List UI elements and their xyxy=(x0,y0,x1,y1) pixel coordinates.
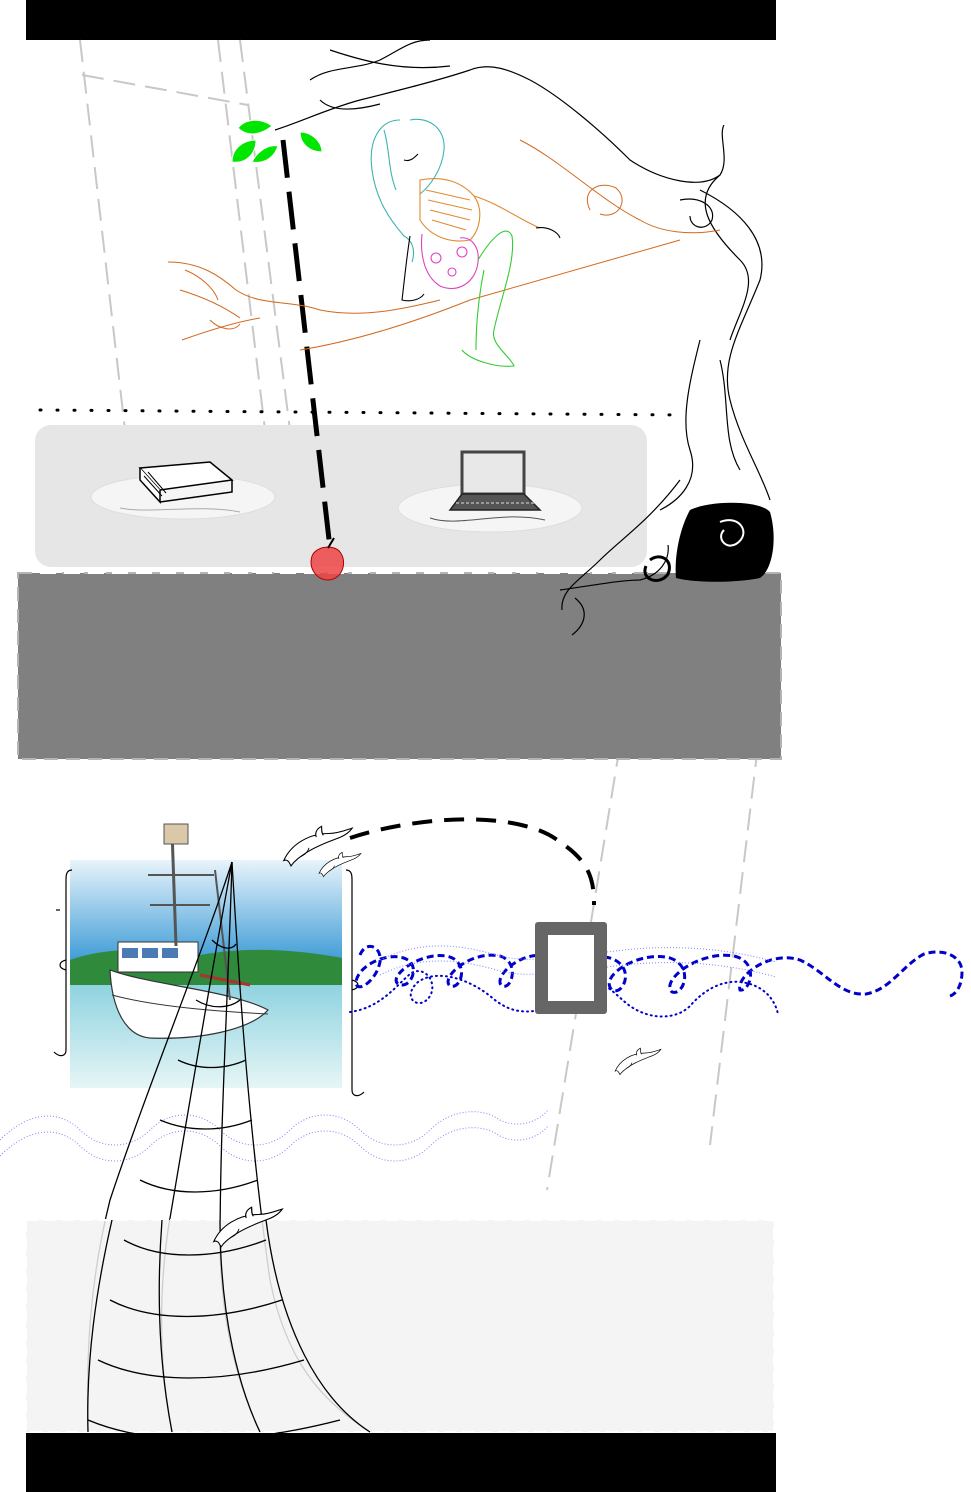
faint-wave-left xyxy=(0,1109,549,1162)
bottom-panel xyxy=(25,1219,775,1433)
blue-wave-dashed xyxy=(354,944,964,998)
leaf-icon xyxy=(231,119,323,163)
bottom-black-bar xyxy=(26,1433,776,1492)
laptop-icon xyxy=(397,450,583,533)
girl-in-tree-drawing xyxy=(370,118,561,367)
fishing-boat-painting xyxy=(70,823,342,1088)
dotted-horizon-line xyxy=(38,408,682,417)
apple-fall-path xyxy=(280,139,333,549)
tree-drawing xyxy=(274,39,771,636)
floor-band xyxy=(17,572,782,760)
fishing-net-lower xyxy=(87,1219,371,1441)
tree-branch-orange xyxy=(167,139,721,351)
apple-icon xyxy=(310,537,344,581)
dolphin-icon xyxy=(614,1047,662,1076)
dolphin-jump-path xyxy=(349,817,596,906)
perspective-guides xyxy=(79,39,759,1191)
book-icon xyxy=(90,461,276,520)
tablet-icon xyxy=(535,922,607,1014)
faint-wave-right xyxy=(379,945,777,978)
rock-icon xyxy=(643,502,774,582)
top-black-bar xyxy=(26,0,776,40)
